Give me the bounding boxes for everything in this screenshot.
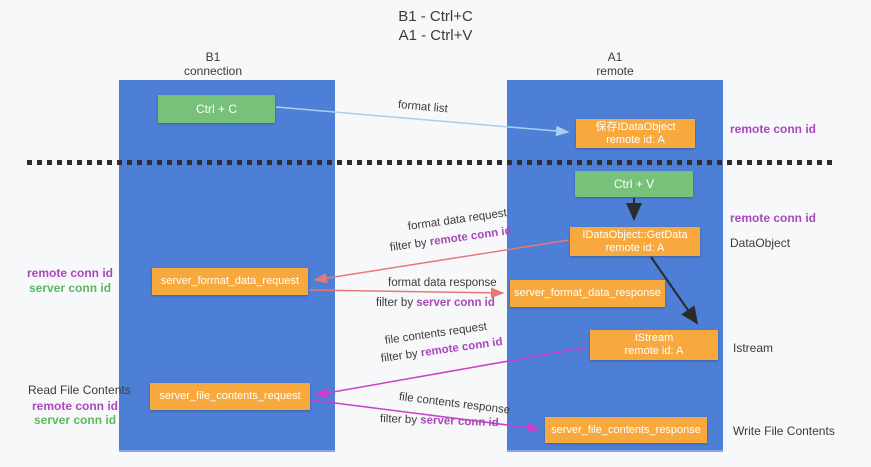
idataobject-getdata-box: IDataObject::GetData remote id: A — [570, 227, 700, 256]
format-data-response-filter-label: filter by server conn id — [376, 297, 495, 309]
server-file-contents-request-box: server_file_contents_request — [150, 383, 310, 410]
file-contents-response-label: file contents response — [398, 391, 511, 417]
left-server-conn-id-bottom: server conn id — [34, 413, 117, 427]
lane-a1-sub: remote — [596, 64, 634, 78]
istream-box: IStream remote id: A — [590, 330, 718, 360]
lane-b1-name: B1 — [205, 50, 221, 64]
server-file-contents-request-label: server_file_contents_request — [159, 390, 301, 402]
left-read-file-contents-label: Read File Contents — [28, 383, 131, 397]
left-remote-conn-id-bottom: remote conn id — [32, 399, 119, 413]
filter-by-text: filter by — [376, 297, 417, 309]
save-idataobject-box: 保存IDataObject remote id: A — [576, 119, 695, 148]
server-conn-id-key: server conn id — [420, 414, 500, 430]
right-remote-conn-id-top: remote conn id — [730, 122, 817, 136]
right-write-file-contents-label: Write File Contents — [733, 424, 835, 438]
server-file-contents-response-box: server_file_contents_response — [545, 417, 707, 443]
server-conn-id-key: server conn id — [416, 297, 495, 309]
format-data-response-label: format data response — [388, 277, 497, 289]
lane-b1-sub: connection — [183, 64, 243, 78]
file-contents-response-filter-label: filter by server conn id — [380, 413, 499, 429]
filter-by-text: filter by — [379, 413, 421, 427]
remote-conn-id-key: remote conn id — [429, 224, 513, 249]
ctrl-c-box: Ctrl + C — [158, 95, 275, 123]
istream-line2: remote id: A — [624, 345, 684, 357]
save-idataobject-line1: 保存IDataObject — [595, 120, 676, 133]
lane-header-b1: B1 connection — [105, 50, 321, 78]
left-server-conn-id-mid: server conn id — [29, 281, 112, 295]
right-remote-conn-id-mid: remote conn id — [730, 211, 817, 225]
server-format-data-response-box: server_format_data_response — [510, 280, 665, 307]
getdata-line2: remote id: A — [605, 241, 665, 254]
server-format-data-response-label: server_format_data_response — [514, 287, 661, 299]
ctrl-c-label: Ctrl + C — [195, 101, 237, 116]
server-file-contents-response-label: server_file_contents_response — [551, 423, 701, 436]
diagram-title-line2: A1 - Ctrl+V — [398, 27, 473, 44]
dashed-separator-line — [27, 160, 835, 165]
left-remote-conn-id-mid: remote conn id — [27, 266, 114, 280]
istream-line1: IStream — [634, 332, 674, 344]
diagram-title: B1 - Ctrl+C A1 - Ctrl+V — [0, 7, 871, 45]
getdata-line1: IDataObject::GetData — [582, 228, 688, 241]
lane-header-a1: A1 remote — [507, 50, 723, 78]
lane-a1-name: A1 — [607, 50, 623, 64]
diagram-title-line1: B1 - Ctrl+C — [398, 8, 473, 25]
filter-by-text: filter by — [380, 347, 422, 365]
ctrl-v-label: Ctrl + V — [613, 176, 655, 191]
format-list-label: format list — [397, 99, 449, 116]
arrow-format-data-response — [308, 287, 505, 299]
right-istream-label: Istream — [733, 341, 774, 355]
server-format-data-request-box: server_format_data_request — [152, 268, 308, 295]
save-idataobject-line2: remote id: A — [606, 133, 665, 146]
right-dataobject-label: DataObject — [730, 236, 791, 250]
filter-by-text: filter by — [389, 236, 431, 254]
ctrl-v-box: Ctrl + V — [575, 171, 693, 197]
server-format-data-request-label: server_format_data_request — [160, 275, 300, 287]
